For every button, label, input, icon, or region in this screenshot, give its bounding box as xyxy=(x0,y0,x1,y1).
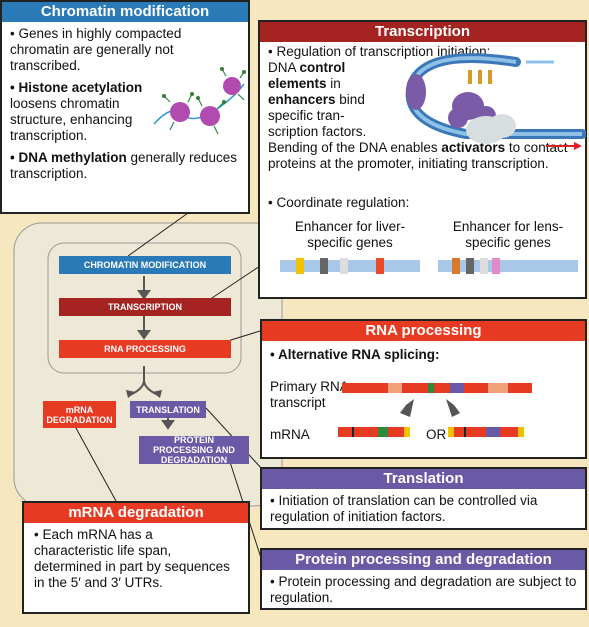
transcription-p1e: bind specific tran-scription factors. xyxy=(268,92,367,139)
splicing-illustration xyxy=(338,383,532,437)
chromatin-panel: Chromatin modification • Genes in highly… xyxy=(0,0,250,214)
arrow-down-icon xyxy=(137,330,151,340)
chromatin-b3-bold: • DNA methylation xyxy=(10,150,127,165)
chromatin-b3-rest: generally reduces transcription. xyxy=(10,150,238,181)
protein-b1: • Protein processing and degradation are… xyxy=(270,574,577,605)
protein-title: Protein processing and degradation xyxy=(262,550,585,570)
translation-title: Translation xyxy=(262,469,585,489)
chromatin-b3: • DNA methylation generally reduces tran… xyxy=(10,150,246,182)
rna-primary-label: Primary RNA transcript xyxy=(270,379,349,410)
transcription-p1c: in xyxy=(326,76,341,91)
enhancer-liver-label: Enhancer for liver-specific genes xyxy=(294,219,406,250)
rna-title: RNA processing xyxy=(262,321,585,341)
flow-chromatin: CHROMATIN MODIFICATION xyxy=(59,256,231,274)
transcription-p1a: DNA xyxy=(268,60,300,75)
transcription-p2a: Bending of the DNA enables xyxy=(268,140,442,155)
chromatin-b2-bold: • Histone acetylation xyxy=(10,80,143,95)
arrow-down-left-icon xyxy=(400,399,414,417)
rna-processing-panel: RNA processing • Alternative RNA splicin… xyxy=(260,319,587,459)
connector-chromatin xyxy=(127,212,189,257)
translation-panel: Translation • Initiation of translation … xyxy=(260,467,587,530)
transcription-title: Transcription xyxy=(260,22,585,42)
chromatin-b2-rest: loosens chromatin structure, enhancing t… xyxy=(10,96,133,143)
translation-b1: • Initiation of translation can be contr… xyxy=(270,493,538,524)
transcription-p1: DNA control elements in enhancers bind s… xyxy=(268,60,388,140)
protein-panel: Protein processing and degradation • Pro… xyxy=(260,548,587,610)
chromatin-b1: • Genes in highly compacted chromatin ar… xyxy=(10,26,182,73)
flow-protein: PROTEIN PROCESSING AND DEGRADATION xyxy=(139,435,249,465)
transcription-p1b: control elements xyxy=(268,60,346,91)
transcription-p2c: to contact proteins at the promoter, ini… xyxy=(268,140,568,171)
transcription-b1: • Regulation of transcription initiation… xyxy=(268,44,491,59)
arrow-right-icon xyxy=(574,142,582,150)
transcription-panel: Transcription • Regulation of transcript… xyxy=(258,20,587,299)
rna-or-label: OR xyxy=(426,427,447,442)
dna-bending-illustration xyxy=(405,53,586,150)
flow-mrna-degradation: mRNA DEGRADATION xyxy=(43,401,116,428)
mrna-deg-title: mRNA degradation xyxy=(24,503,248,523)
chromatin-b2: • Histone acetylation loosens chromatin … xyxy=(10,80,160,144)
arrow-down-icon xyxy=(137,290,151,300)
flow-transcription: TRANSCRIPTION xyxy=(59,298,231,316)
transcription-b2: • Coordinate regulation: xyxy=(268,195,410,210)
mrna-degradation-panel: mRNA degradation • Each mRNA has a chara… xyxy=(22,501,250,614)
nucleosome-icon xyxy=(153,67,246,135)
chromatin-title: Chromatin modification xyxy=(2,2,248,22)
rna-b1: • Alternative RNA splicing: xyxy=(270,347,440,362)
flow-rna-processing: RNA PROCESSING xyxy=(59,340,231,358)
rna-mrna-label: mRNA xyxy=(270,427,310,442)
enhancer-lens-label: Enhancer for lens-specific genes xyxy=(452,219,564,250)
flow-translation: TRANSLATION xyxy=(130,401,206,418)
transcription-p2: Bending of the DNA enables activators to… xyxy=(268,140,568,172)
transcription-p1d: enhancers xyxy=(268,92,336,107)
arrow-down-right-icon xyxy=(446,399,460,417)
mrna-deg-b1: • Each mRNA has a characteristic life sp… xyxy=(34,527,230,590)
arrow-down-icon xyxy=(161,420,175,430)
enhancer-strips xyxy=(280,258,578,274)
